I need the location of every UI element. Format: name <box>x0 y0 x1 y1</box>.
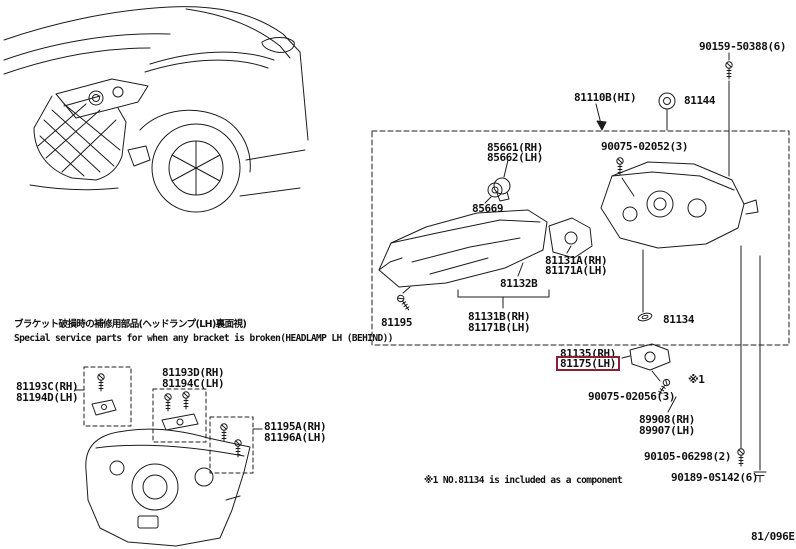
part-label-81193d[interactable]: 81193D(RH) <box>162 366 225 379</box>
page-code: 81/096E <box>751 530 795 543</box>
part-label-90159-50388[interactable]: 90159-50388(6) <box>699 40 787 53</box>
screw-icon-90159 <box>725 61 733 80</box>
part-label-81195a[interactable]: 81195A(RH) <box>264 420 327 433</box>
screw-icon-90105 <box>737 448 745 467</box>
part-label-89907[interactable]: 89907(LH) <box>639 424 696 437</box>
part-label-81131a[interactable]: 81131A(RH) <box>545 254 608 267</box>
grommet-icon-81144 <box>658 92 676 110</box>
part-label-85662[interactable]: 85662(LH) <box>487 151 544 164</box>
part-label-90189-0s142[interactable]: 90189-0S142(6) <box>671 471 759 484</box>
detail-box-81195a <box>209 416 254 474</box>
part-label-81194c[interactable]: 81194C(LH) <box>162 377 225 390</box>
part-label-90075-02056[interactable]: 90075-02056(3) <box>588 390 676 403</box>
part-label-81196a[interactable]: 81196A(LH) <box>264 431 327 444</box>
bracket-part-drawing <box>629 343 671 371</box>
part-label-81194d[interactable]: 81194D(LH) <box>16 391 79 404</box>
arrow-down-icon <box>596 120 607 131</box>
part-label-81131b[interactable]: 81131B(RH) <box>468 310 531 323</box>
part-label-81135[interactable]: 81135(RH) <box>560 347 617 360</box>
assembly-dashed-box <box>371 130 790 346</box>
headlamp-lens-drawing <box>378 209 548 288</box>
part-label-81175-selected[interactable]: 81175(LH) <box>556 356 621 371</box>
headlamp-rear-view-drawing <box>85 428 251 547</box>
retainer-part-drawing <box>548 217 593 259</box>
part-label-81193c[interactable]: 81193C(RH) <box>16 380 79 393</box>
part-label-90075-02052[interactable]: 90075-02052(3) <box>601 140 689 153</box>
headlamp-housing-drawing <box>600 161 759 249</box>
screw-icon-bracket2a <box>164 393 172 412</box>
screw-icon-81195 <box>395 293 412 313</box>
part-label-85669[interactable]: 85669 <box>472 202 504 215</box>
detail-box-81193c <box>83 366 132 427</box>
detail-box-81193d <box>152 388 207 443</box>
nut-icon-81134 <box>637 312 653 322</box>
screw-icon-bracket1 <box>97 373 105 392</box>
service-parts-diagram <box>75 366 263 547</box>
socket-icon-85669 <box>487 182 503 198</box>
part-label-81195[interactable]: 81195 <box>381 316 413 329</box>
exploded-diagram <box>371 52 790 483</box>
car-front-illustration <box>3 6 309 213</box>
part-label-89908[interactable]: 89908(RH) <box>639 413 696 426</box>
part-label-81171a[interactable]: 81171A(LH) <box>545 264 608 277</box>
footnote-marker: ※1 <box>688 373 705 386</box>
service-note-japanese: ブラケット破損時の補修用部品(ヘッドランプ(LH)裏面視) <box>14 319 247 330</box>
screw-icon-bracket2b <box>182 391 190 410</box>
part-label-81110b[interactable]: 81110B(HI) <box>574 91 637 104</box>
part-label-81134[interactable]: 81134 <box>663 313 695 326</box>
part-label-81171b[interactable]: 81171B(LH) <box>468 321 531 334</box>
footnote-text: ※1 NO.81134 is included as a component <box>424 475 623 486</box>
part-label-81132b[interactable]: 81132B <box>500 277 538 290</box>
part-label-81144[interactable]: 81144 <box>684 94 716 107</box>
part-label-85661[interactable]: 85661(RH) <box>487 141 544 154</box>
screw-icon-bracket3a <box>220 423 228 442</box>
service-note-english: Special service parts for when any brack… <box>14 333 393 344</box>
part-label-90105-06298[interactable]: 90105-06298(2) <box>644 450 732 463</box>
bulb-icon-85661 <box>493 177 511 195</box>
